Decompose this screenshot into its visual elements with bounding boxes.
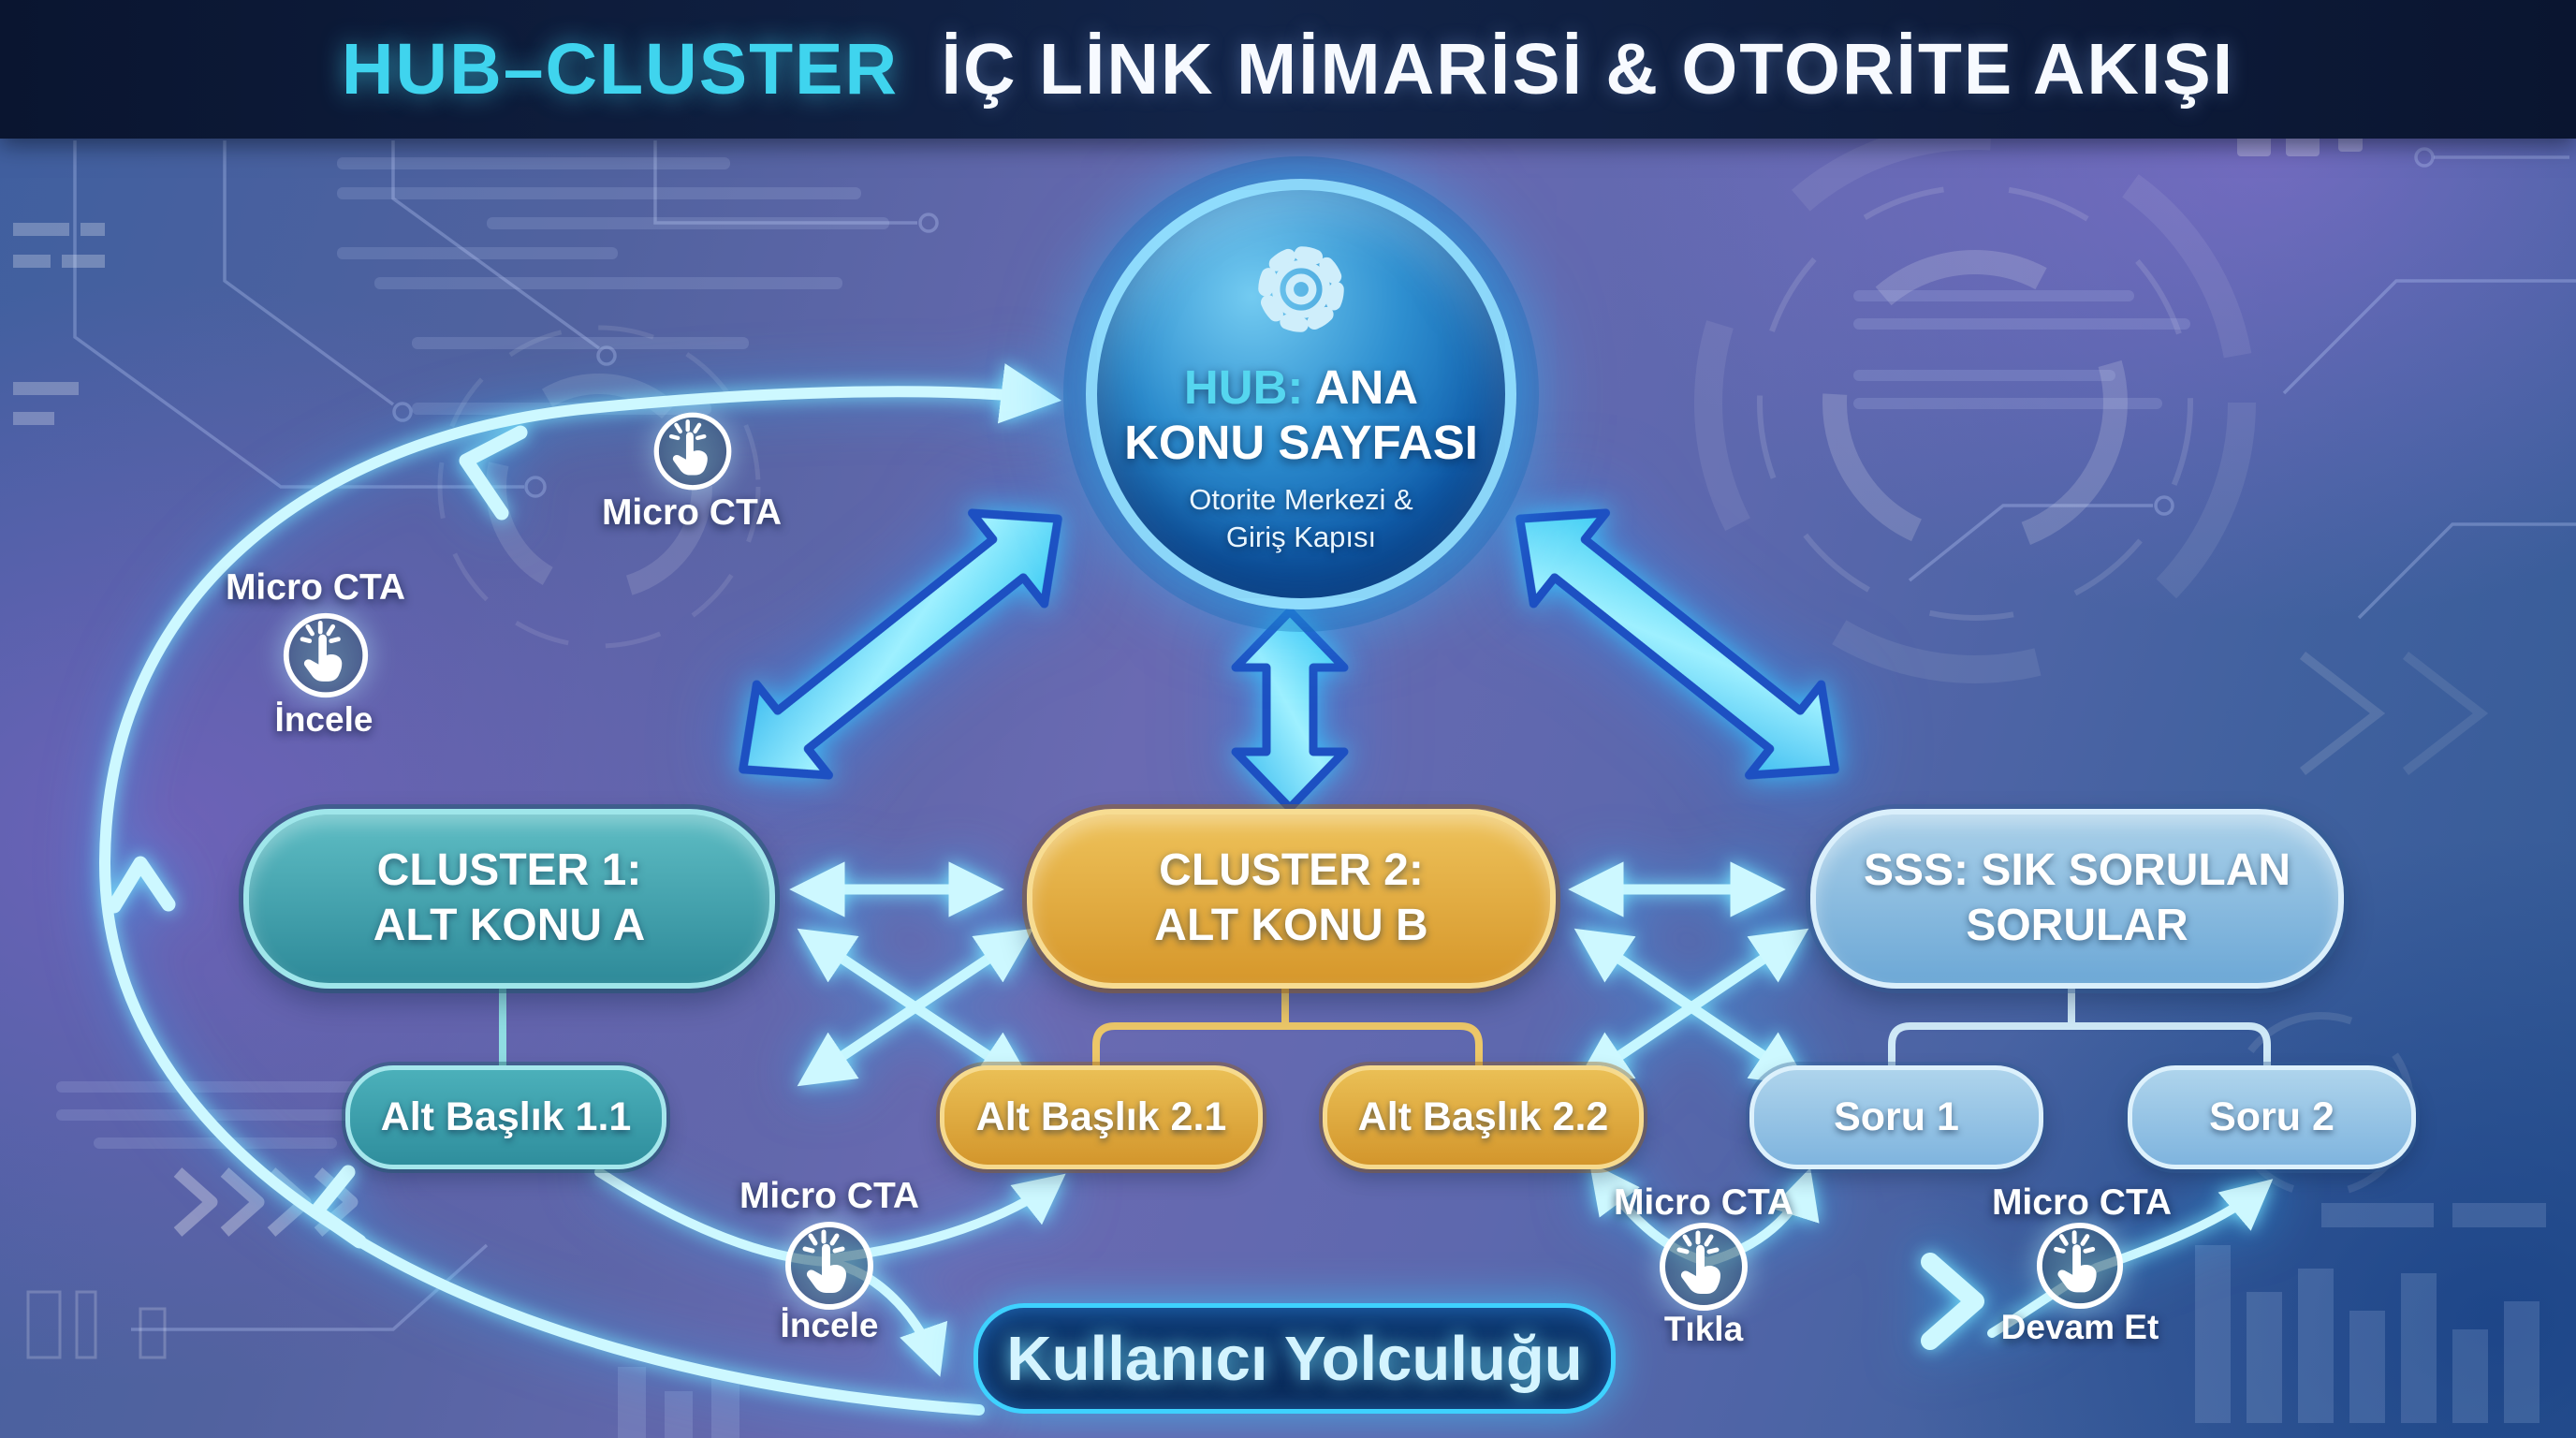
chevron-mark — [459, 425, 528, 521]
tap-click-icon — [2036, 1222, 2124, 1310]
micro-cta-label-tikla: Micro CTA — [1613, 1182, 1794, 1223]
journey-chevron-right — [1921, 1253, 1984, 1350]
user-journey-path — [98, 363, 2274, 1416]
cross-link-arrows — [789, 861, 1809, 1087]
soru-1-node: Soru 1 — [1749, 1065, 2043, 1169]
arrow-tikla-between-22-soru1 — [1588, 1162, 1820, 1268]
sss-node: SSS: SIK SORULAN SORULAR — [1810, 809, 2344, 989]
sss-line1: SSS: SIK SORULAN — [1863, 845, 2291, 896]
chevron-mark — [309, 1165, 367, 1249]
cluster1-line1: CLUSTER 1: — [376, 845, 642, 896]
arrow-devamet-to-soru2 — [1987, 1179, 2274, 1338]
micro-cta-label-bottom-center: Micro CTA — [739, 1176, 920, 1216]
double-arrow-hub-cluster1 — [739, 508, 1062, 780]
double-arrow-hub-cluster2 — [1231, 607, 1349, 813]
title-highlight: HUB–CLUSTER — [341, 28, 900, 110]
sss-title: SSS: SIK SORULAN SORULAR — [1864, 844, 2291, 953]
cluster1-title: CLUSTER 1: ALT KONU A — [373, 844, 646, 953]
tap-click-icon — [283, 612, 369, 698]
micro-cta-action-incele-bottom: İncele — [780, 1306, 879, 1344]
title-rest: İÇ LİNK MİMARİSİ & OTORİTE AKIŞI — [941, 28, 2235, 110]
cluster2-title: CLUSTER 2: ALT KONU B — [1154, 844, 1427, 953]
chevron-mark — [107, 856, 176, 914]
subtopic-1-1-node: Alt Başlık 1.1 — [345, 1065, 666, 1169]
journey-direction-chevrons — [107, 425, 528, 1249]
title-bar: HUB–CLUSTER İÇ LİNK MİMARİSİ & OTORİTE A… — [0, 0, 2576, 139]
link-sub22-sss — [1573, 928, 1809, 1087]
hub-subtitle-line1: Otorite Merkezi & — [1189, 482, 1413, 516]
subtopic-2-2-node: Alt Başlık 2.2 — [1323, 1065, 1644, 1169]
gear-icon — [1258, 245, 1344, 332]
subtopic-2-1-node: Alt Başlık 2.1 — [940, 1065, 1263, 1169]
cluster2-line2: ALT KONU B — [1154, 901, 1428, 950]
connector-sss-children — [1888, 974, 2271, 1069]
micro-cta-action-devamet: Devam Et — [2000, 1308, 2159, 1346]
hub-subtitle: Otorite Merkezi & Giriş Kapısı — [1189, 481, 1412, 557]
authority-flow-arrows — [739, 508, 1839, 813]
sss-line2: SORULAR — [1966, 901, 2188, 950]
tree-connectors — [499, 974, 2271, 1069]
hub-title-line2: KONU SAYFASI — [1124, 415, 1478, 469]
user-journey-label: Kullanıcı Yolculuğu — [973, 1303, 1616, 1414]
micro-cta-action-tikla: Tıkla — [1663, 1310, 1744, 1348]
tap-click-icon — [653, 412, 732, 491]
hub-title-line1: ANA — [1314, 360, 1419, 414]
link-sub11-c2 — [797, 928, 1034, 1087]
page-title: HUB–CLUSTER İÇ LİNK MİMARİSİ & OTORİTE A… — [342, 28, 2234, 111]
micro-cta-action-incele-left: İncele — [274, 700, 373, 739]
hub-title-prefix: HUB: — [1183, 360, 1304, 414]
micro-cta-label-left: Micro CTA — [225, 567, 406, 608]
cluster2-line1: CLUSTER 2: — [1159, 845, 1424, 896]
tap-click-icon — [1660, 1223, 1748, 1311]
micro-cta-label-devamet: Micro CTA — [1991, 1182, 2173, 1223]
connector-cluster2-children — [1092, 974, 1483, 1069]
soru-2-node: Soru 2 — [2128, 1065, 2416, 1169]
journey-arc-to-hub — [98, 363, 1062, 1416]
hub-subtitle-line2: Giriş Kapısı — [1225, 521, 1377, 554]
hub-title: HUB: ANA KONU SAYFASI — [1124, 360, 1478, 470]
micro-cta-label-top: Micro CTA — [601, 492, 783, 533]
hub-node: HUB: ANA KONU SAYFASI Otorite Merkezi & … — [1086, 179, 1516, 609]
tap-click-icon — [785, 1222, 873, 1310]
circuit-decoration — [13, 89, 2576, 1438]
cluster1-node: CLUSTER 1: ALT KONU A — [243, 809, 775, 989]
cluster2-node: CLUSTER 2: ALT KONU B — [1027, 809, 1556, 989]
cluster1-line2: ALT KONU A — [373, 901, 646, 950]
double-arrow-hub-sss — [1515, 508, 1839, 780]
